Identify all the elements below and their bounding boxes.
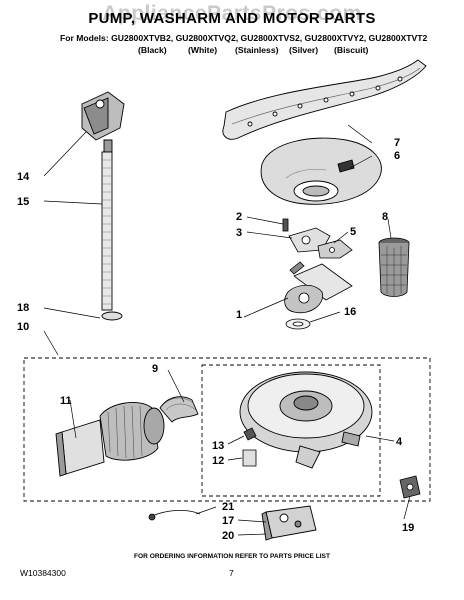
callout-18: 18: [17, 302, 29, 314]
callout-17: 17: [222, 515, 234, 527]
seal-ring: [285, 318, 311, 330]
callout-19: 19: [402, 522, 414, 534]
assembly-box-10: [23, 357, 431, 502]
elbow-hose: [159, 396, 199, 423]
callout-2: 2: [236, 211, 242, 223]
callout-6: 6: [394, 150, 400, 162]
callout-numbers: 1 2 3 4 5 6 7 8 9 10 11 12 13 14 15 16 1…: [17, 137, 414, 542]
page-number: 7: [229, 568, 234, 578]
callout-9: 9: [152, 363, 158, 375]
diverter-assembly: [261, 505, 317, 541]
variant-silver: (Silver): [289, 45, 319, 55]
callout-15: 15: [17, 196, 29, 208]
fine-filter: [378, 237, 410, 297]
callout-1: 1: [236, 309, 242, 321]
callout-12: 12: [212, 455, 224, 467]
document-number: W10384300: [20, 568, 66, 578]
callout-16: 16: [344, 306, 356, 318]
small-parts-lower: [242, 427, 257, 467]
callout-10: 10: [17, 321, 29, 333]
corrugated-hose: [101, 151, 123, 321]
callout-20: 20: [222, 530, 234, 542]
small-parts-upper: [282, 218, 353, 259]
callout-13: 13: [212, 440, 224, 452]
ordering-note: FOR ORDERING INFORMATION REFER TO PARTS …: [134, 553, 330, 560]
callout-8: 8: [382, 211, 388, 223]
callout-21: 21: [222, 501, 234, 513]
callout-5: 5: [350, 226, 356, 238]
pump-sump: [239, 371, 373, 469]
turbidity-sensor: [399, 475, 421, 499]
variant-white: (White): [188, 45, 218, 55]
callout-11: 11: [60, 395, 72, 407]
variant-stainless: (Stainless): [235, 45, 279, 55]
filter-cover-plate: [260, 137, 382, 205]
callout-3: 3: [236, 227, 242, 239]
drain-motor-assembly: [55, 401, 165, 477]
page-title: PUMP, WASHARM AND MOTOR PARTS: [88, 10, 376, 27]
models-line: For Models: GU2800XTVB2, GU2800XTVQ2, GU…: [60, 33, 428, 43]
leader-lines: [43, 124, 411, 536]
callout-4: 4: [396, 436, 403, 448]
callout-14: 14: [17, 171, 30, 183]
pump-bracket: [284, 261, 353, 314]
variant-black: (Black): [138, 45, 167, 55]
watermark-text: AppliancePartsPros.com: [102, 2, 362, 25]
heater-motor-unit: [81, 91, 125, 153]
wash-arm: [222, 59, 427, 140]
callout-7: 7: [394, 137, 400, 149]
wire-harness: [148, 510, 201, 521]
variant-biscuit: (Biscuit): [334, 45, 369, 55]
